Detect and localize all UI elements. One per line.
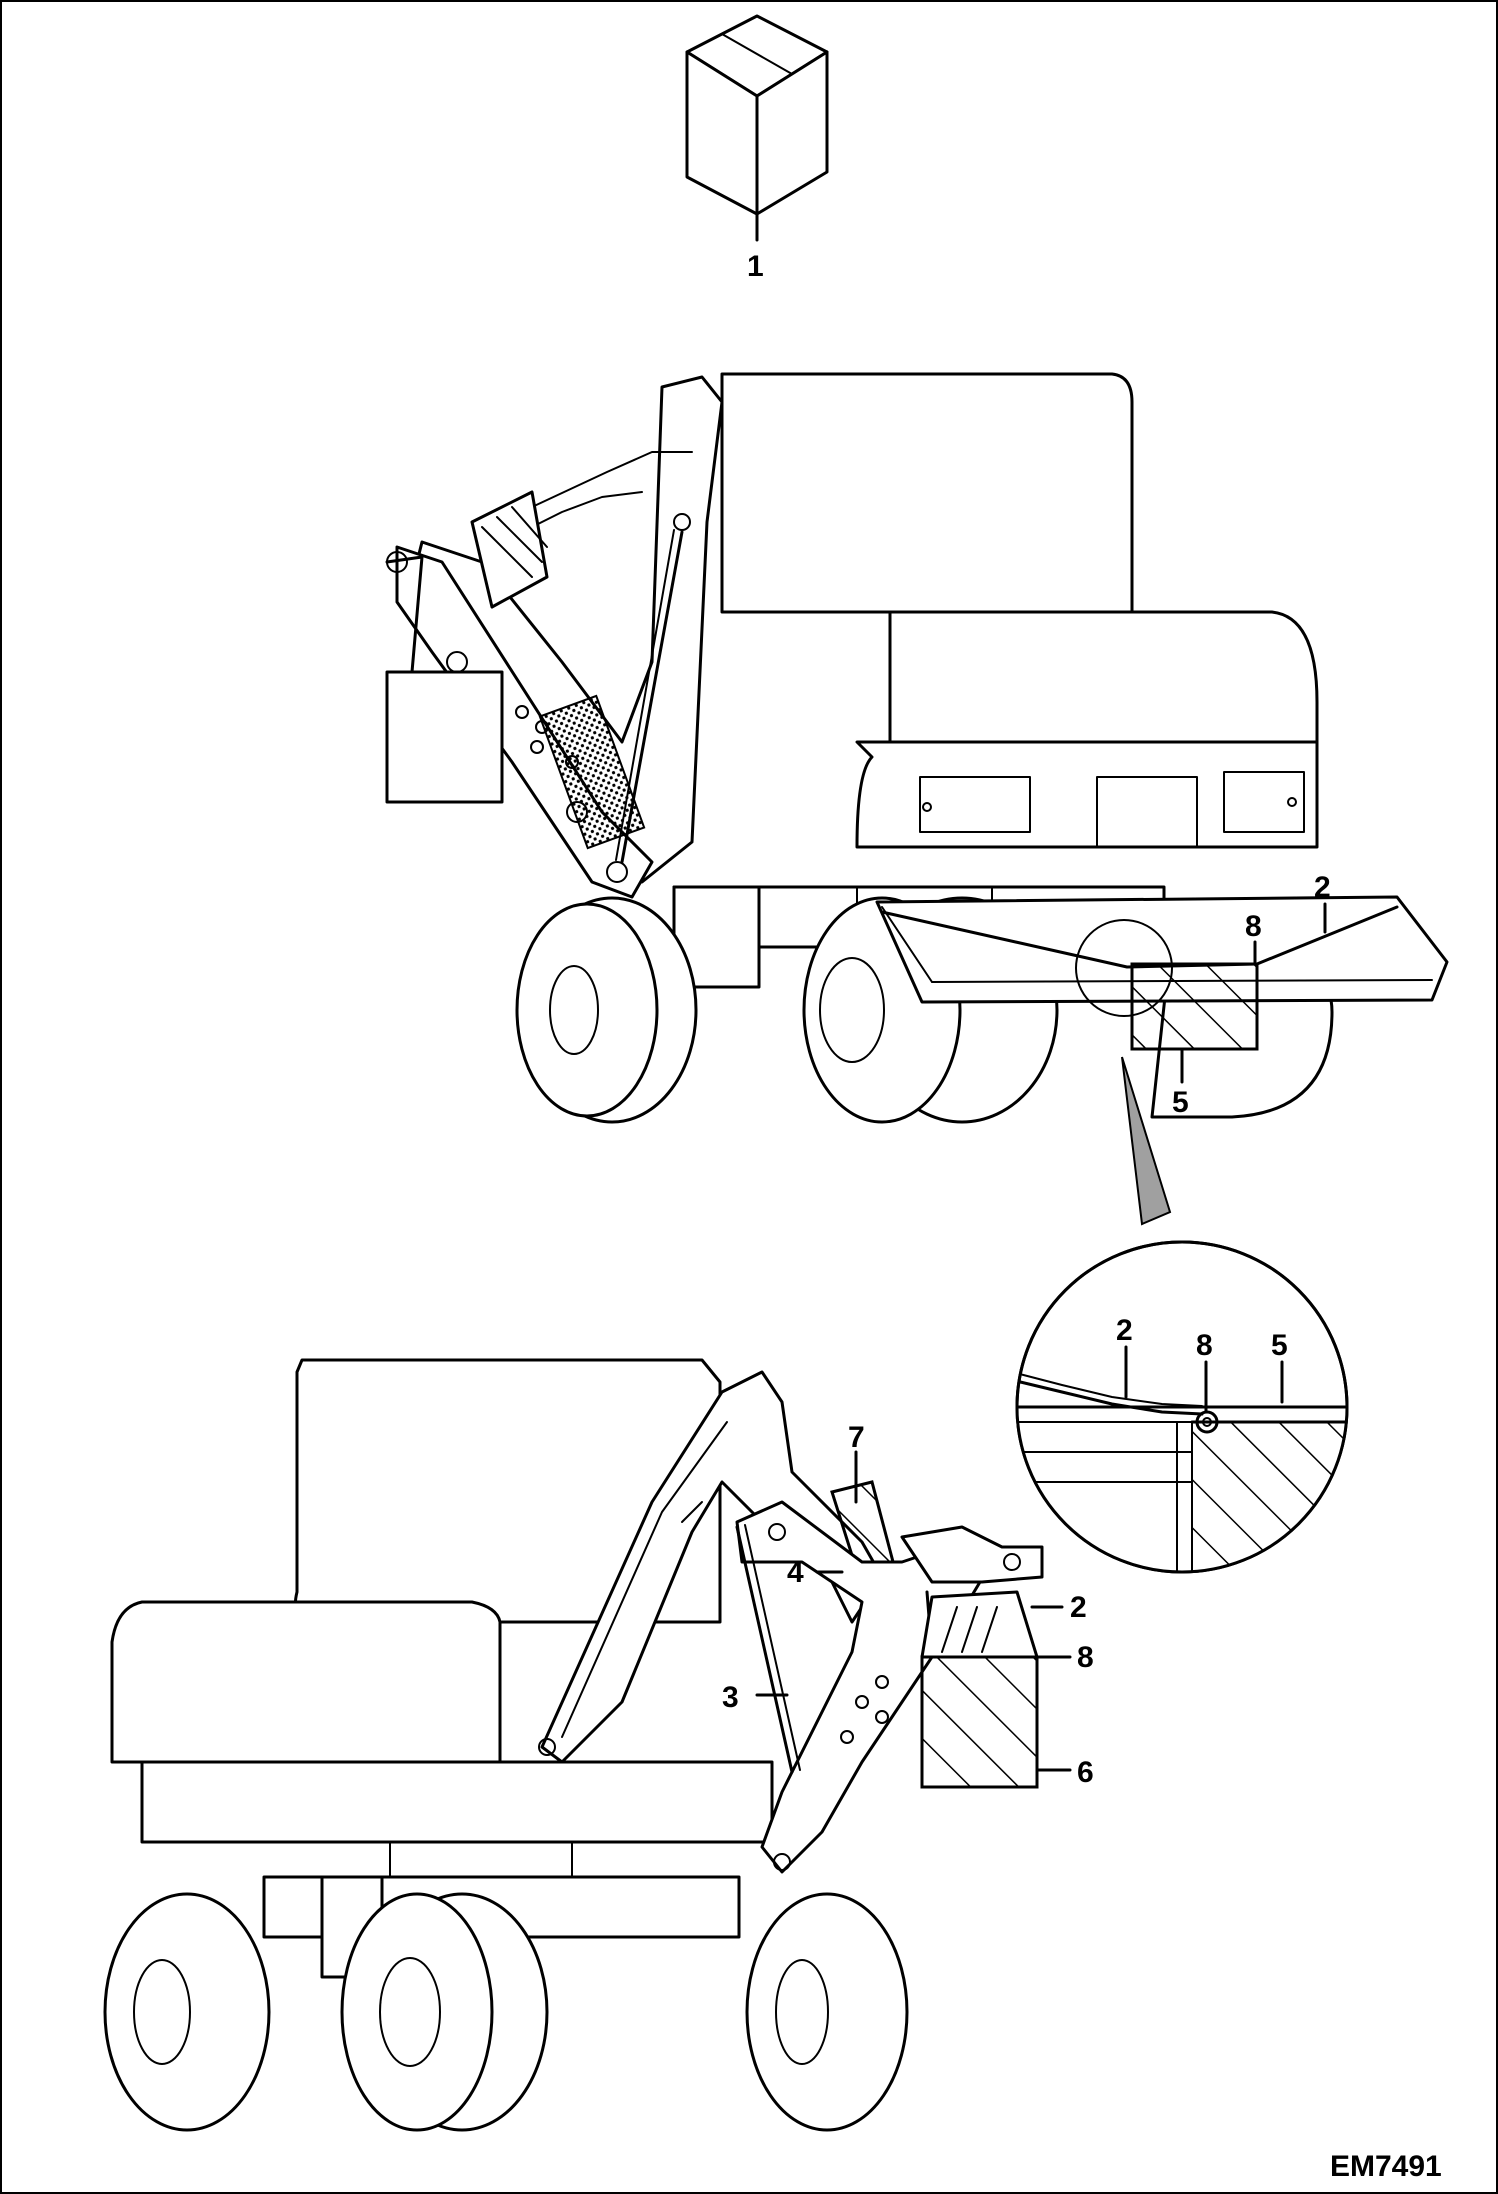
- front-view-callouts: 7 4 2 8 3 6: [722, 1421, 1094, 1789]
- callout-boom-cover: 4: [787, 1556, 804, 1589]
- callout-detail-edge: 8: [1196, 1329, 1213, 1362]
- callout-detail-shield: 5: [1271, 1329, 1288, 1362]
- front-mid-wheel: [340, 1892, 549, 2132]
- callout-front-shield-edge: 8: [1077, 1641, 1094, 1674]
- front-body: [110, 1600, 502, 1764]
- engine-cover: [855, 740, 1319, 849]
- callout-detail-strap: 2: [1116, 1314, 1133, 1347]
- arm-bracket-plate: [385, 670, 504, 804]
- upper-body: [888, 610, 1319, 744]
- rear-view-machine: [385, 372, 1449, 1124]
- cab: [720, 372, 1134, 614]
- callout-front-shield: 6: [1077, 1756, 1094, 1789]
- rear-view-callouts: 2 8 5: [1172, 871, 1331, 1119]
- callout-rear-shield-lower: 5: [1172, 1086, 1189, 1119]
- callout-rear-shield-upper: 8: [1245, 910, 1262, 943]
- rear-strap: [880, 905, 1399, 969]
- front-view-machine: [103, 1358, 1044, 2132]
- callout-boom-strap: 3: [722, 1681, 739, 1714]
- rear-blade: [875, 895, 1449, 1004]
- kit-box: 1: [685, 14, 829, 283]
- detail-pointer: [1121, 1056, 1172, 1226]
- drawing-id: EM7491: [1330, 2150, 1442, 2183]
- callout-rear-strap: 2: [1314, 871, 1331, 904]
- front-rear-wheel: [103, 1892, 271, 2132]
- callout-arm-bracket: 7: [848, 1421, 865, 1454]
- front-shield: [920, 1655, 1039, 1789]
- callout-front-strap: 2: [1070, 1591, 1087, 1624]
- detail-view: 2 8 5: [1015, 1240, 1349, 1574]
- boom-cover: [470, 490, 549, 609]
- rear-left-wheel: [515, 896, 698, 1124]
- rear-shield: [1130, 962, 1259, 1051]
- front-front-wheel: [745, 1892, 909, 2132]
- callout-kit-box: 1: [747, 250, 764, 283]
